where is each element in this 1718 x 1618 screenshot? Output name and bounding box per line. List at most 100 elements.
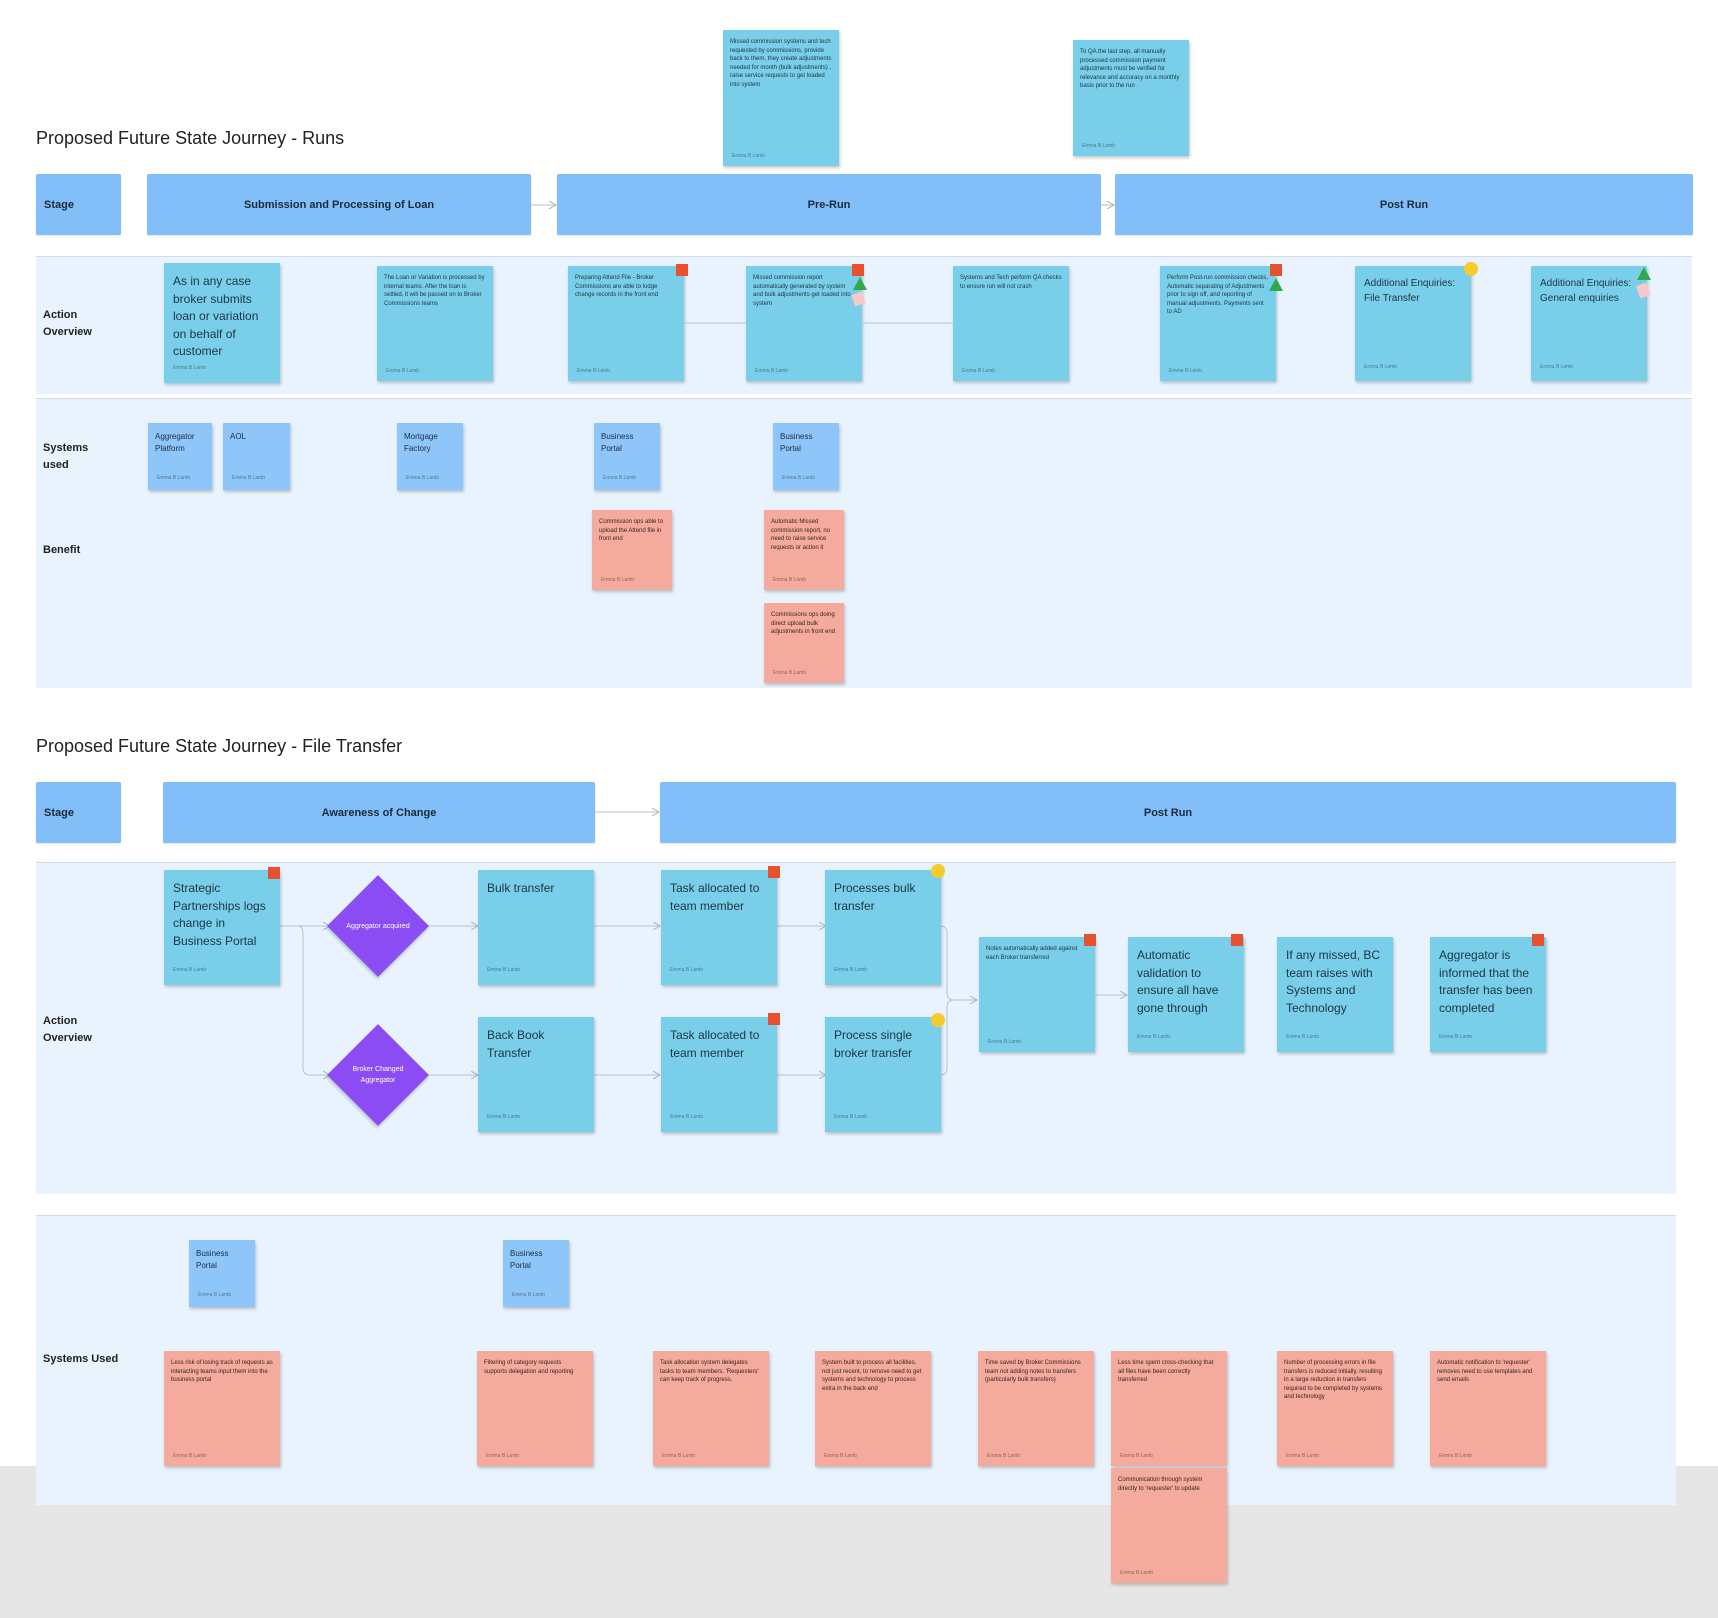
note-text: Automatic validation to ensure all have …	[1137, 948, 1219, 1015]
runs-benefit-upload-attend[interactable]: Commission ops able to upload the Attend…	[592, 510, 672, 590]
note-text: Perform Post-run commission checks, Auto…	[1167, 275, 1269, 315]
note-author: Emma B Lamb	[173, 364, 207, 371]
runs-system-mortgage-factory[interactable]: Mortgage Factory Emma B Lamb	[397, 423, 463, 490]
runs-stage-post-run[interactable]: Post Run	[1115, 174, 1693, 235]
runs-action-broker-submits[interactable]: As in any case broker submits loan or va…	[164, 263, 280, 383]
red-status-marker	[1231, 934, 1243, 946]
runs-stage-pre-run[interactable]: Pre-Run	[557, 174, 1101, 235]
note-text: Business Portal	[196, 1249, 229, 1270]
note-text: If any missed, BC team raises with Syste…	[1286, 948, 1381, 1015]
note-text: Business Portal	[510, 1249, 543, 1270]
note-text: As in any case broker submits loan or va…	[173, 274, 259, 358]
ft-action-task-allocated-top[interactable]: Task allocated to team member Emma B Lam…	[661, 870, 777, 985]
note-author: Emma B Lamb	[662, 1452, 696, 1459]
note-author: Emma B Lamb	[773, 669, 807, 676]
note-author: Emma B Lamb	[603, 475, 637, 481]
note-author: Emma B Lamb	[386, 367, 420, 374]
note-text: Task allocated to team member	[670, 1028, 760, 1060]
ft-stage-awareness[interactable]: Awareness of Change	[163, 782, 595, 843]
runs-system-business-portal-2[interactable]: Business Portal Emma B Lamb	[773, 423, 839, 490]
ft-action-logs-change[interactable]: Strategic Partnerships logs change in Bu…	[164, 870, 280, 985]
runs-action-general-enquiries[interactable]: Additional Enquiries: General enquiries …	[1531, 266, 1647, 381]
ft-action-process-single[interactable]: Process single broker transfer Emma B La…	[825, 1017, 941, 1132]
yellow-status-marker	[931, 1013, 945, 1027]
note-author: Emma B Lamb	[1364, 364, 1398, 370]
note-author: Emma B Lamb	[670, 966, 704, 973]
runs-action-file-transfer[interactable]: Additional Enquiries: File Transfer Emma…	[1355, 266, 1471, 381]
note-text: Task allocation system delegates tasks t…	[660, 1360, 759, 1383]
green-triangle-marker	[1637, 267, 1651, 280]
note-author: Emma B Lamb	[1082, 142, 1116, 149]
ft-decision-label-top: Aggregator acquired	[346, 922, 410, 930]
runs-lane-label-systems: Systems used	[43, 442, 89, 471]
ft-stage-post-run[interactable]: Post Run	[660, 782, 1676, 843]
ft-benefit-time-saved[interactable]: Time saved by Broker Commissions team no…	[978, 1351, 1094, 1466]
runs-system-aol[interactable]: AOL Emma B Lamb	[223, 423, 290, 490]
runs-lane-label-benefit: Benefit	[43, 544, 81, 556]
note-author: Emma B Lamb	[1120, 1452, 1154, 1459]
note-text: Aggregator is informed that the transfer…	[1439, 948, 1533, 1015]
ft-action-bulk-transfer[interactable]: Bulk transfer Emma B Lamb	[478, 870, 594, 985]
runs-systems-lane	[36, 398, 1692, 688]
runs-system-aggregator-platform[interactable]: Aggregator Platform Emma B Lamb	[148, 423, 212, 490]
note-author: Emma B Lamb	[834, 966, 868, 973]
red-status-marker	[268, 867, 280, 879]
ft-benefit-less-cross-checking[interactable]: Less time spent cross-checking that all …	[1111, 1351, 1227, 1466]
runs-stage-submission[interactable]: Submission and Processing of Loan	[147, 174, 531, 235]
ft-stage-label: Stage	[36, 782, 121, 843]
ft-system-business-portal-2[interactable]: Business Portal Emma B Lamb	[503, 1240, 569, 1307]
runs-action-loan-processed[interactable]: The Loan or Variation is processed by in…	[377, 266, 493, 381]
runs-stage-label: Stage	[36, 174, 121, 235]
runs-benefit-direct-upload[interactable]: Commissions ops doing direct upload bulk…	[764, 603, 844, 683]
note-author: Emma B Lamb	[1286, 1452, 1320, 1459]
runs-action-post-run-checks[interactable]: Perform Post-run commission checks, Auto…	[1160, 266, 1276, 381]
red-status-marker	[1270, 264, 1282, 276]
ft-benefit-less-risk[interactable]: Less risk of losing track of requests as…	[164, 1351, 280, 1466]
ft-benefit-auto-notification[interactable]: Automatic notification to 'requester' re…	[1430, 1351, 1546, 1466]
note-text: Mortgage Factory	[404, 432, 438, 453]
runs-system-business-portal[interactable]: Business Portal Emma B Lamb	[594, 423, 660, 490]
red-status-marker	[1532, 934, 1544, 946]
ft-action-process-bulk[interactable]: Processes bulk transfer Emma B Lamb	[825, 870, 941, 985]
runs-action-qa-checks[interactable]: Systems and Tech perform QA checks to en…	[953, 266, 1069, 381]
red-status-marker	[768, 866, 780, 878]
ft-action-auto-validation[interactable]: Automatic validation to ensure all have …	[1128, 937, 1244, 1052]
runs-note-missed-commission[interactable]: Missed commission systems and tech reque…	[723, 30, 839, 166]
note-text: Business Portal	[780, 432, 813, 453]
note-text: System built to process all facilities, …	[822, 1360, 922, 1392]
note-author: Emma B Lamb	[487, 966, 521, 973]
ft-action-task-allocated-bottom[interactable]: Task allocated to team member Emma B Lam…	[661, 1017, 777, 1132]
note-author: Emma B Lamb	[1439, 1452, 1473, 1459]
ft-benefit-filtering[interactable]: Filtering of category requests supports …	[477, 1351, 593, 1466]
note-text: Missed commission systems and tech reque…	[730, 39, 832, 88]
ft-benefit-process-all[interactable]: System built to process all facilities, …	[815, 1351, 931, 1466]
ft-action-back-book-transfer[interactable]: Back Book Transfer Emma B Lamb	[478, 1017, 594, 1132]
ft-benefit-task-allocation[interactable]: Task allocation system delegates tasks t…	[653, 1351, 769, 1466]
note-author: Emma B Lamb	[406, 475, 440, 481]
note-author: Emma B Lamb	[670, 1113, 704, 1120]
note-text: Missed commission report automatically g…	[753, 275, 851, 307]
runs-note-qa-last-step[interactable]: To QA the last step, all manually proces…	[1073, 40, 1189, 156]
ft-lane-label-systems: Systems Used	[43, 1353, 119, 1365]
ft-action-aggregator-informed[interactable]: Aggregator is informed that the transfer…	[1430, 937, 1546, 1052]
runs-action-missed-report[interactable]: Missed commission report automatically g…	[746, 266, 862, 381]
ft-system-business-portal[interactable]: Business Portal Emma B Lamb	[189, 1240, 255, 1307]
note-author: Emma B Lamb	[962, 367, 996, 374]
note-author: Emma B Lamb	[1137, 1033, 1171, 1040]
note-text: Automatic Missed commission report, no n…	[771, 519, 831, 551]
runs-benefit-auto-report[interactable]: Automatic Missed commission report, no n…	[764, 510, 844, 590]
note-text: Systems and Tech perform QA checks to en…	[960, 275, 1062, 290]
note-text: The Loan or Variation is processed by in…	[384, 275, 485, 307]
ft-benefit-fewer-errors[interactable]: Number of processing errors in file tran…	[1277, 1351, 1393, 1466]
ft-action-notes-added[interactable]: Notes automatically added against each B…	[979, 937, 1095, 1052]
note-author: Emma B Lamb	[834, 1113, 868, 1120]
runs-action-attend-file[interactable]: Preparing Attend File - Broker Commissio…	[568, 266, 684, 381]
yellow-status-marker	[1464, 262, 1478, 276]
ft-benefit-communication[interactable]: Communication through system directly to…	[1111, 1468, 1227, 1583]
note-text: Strategic Partnerships logs change in Bu…	[173, 881, 266, 948]
green-triangle-marker	[853, 277, 867, 290]
note-text: Notes automatically added against each B…	[986, 946, 1078, 961]
ft-action-bc-raises[interactable]: If any missed, BC team raises with Syste…	[1277, 937, 1393, 1052]
red-status-marker	[1084, 934, 1096, 946]
